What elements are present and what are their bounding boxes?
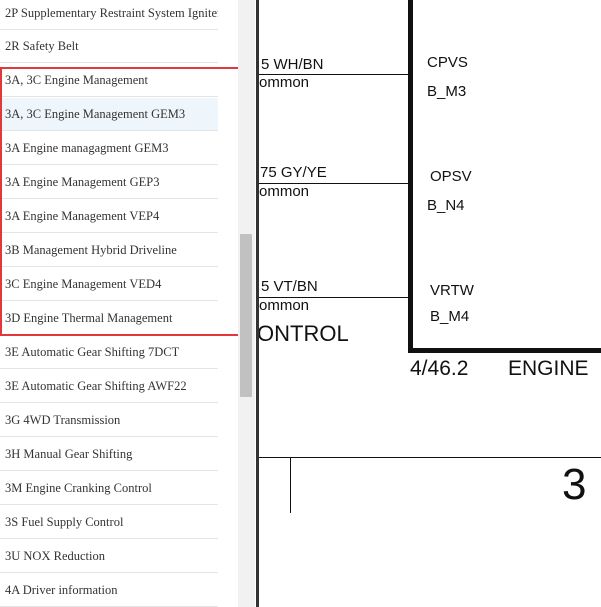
list-item[interactable]: 3M Engine Cranking Control — [0, 472, 218, 505]
wire-label: 5 WH/BN — [261, 56, 324, 73]
wire-line — [259, 297, 410, 298]
list-item[interactable]: 3B Management Hybrid Driveline — [0, 234, 218, 267]
list-item[interactable]: 3S Fuel Supply Control — [0, 506, 218, 539]
list-item[interactable]: 2P Supplementary Restraint System Ignite… — [0, 0, 218, 30]
pin-code: B_N4 — [427, 197, 465, 214]
pin-name: OPSV — [430, 168, 472, 185]
scrollbar-thumb[interactable] — [240, 234, 252, 397]
list-item[interactable]: 3D Engine Thermal Management — [0, 302, 218, 335]
wire-label: 5 VT/BN — [261, 278, 318, 295]
circuit-list: 2P Supplementary Restraint System Ignite… — [0, 0, 238, 607]
title-block-divider — [290, 457, 291, 513]
title-block-line — [259, 457, 601, 458]
list-item[interactable]: 3G 4WD Transmission — [0, 404, 218, 437]
list-item[interactable]: 3E Automatic Gear Shifting AWF22 — [0, 370, 218, 403]
list-item[interactable]: 3E Automatic Gear Shifting 7DCT — [0, 336, 218, 369]
wire-label: 75 GY/YE — [260, 164, 327, 181]
wiring-diagram: 5 WH/BN ommon CPVS B_M3 75 GY/YE ommon O… — [259, 0, 601, 607]
panel-divider[interactable] — [256, 0, 259, 607]
component-box-bottom-edge — [408, 348, 601, 353]
list-item[interactable]: 3A, 3C Engine Management — [0, 64, 218, 97]
list-item-selected[interactable]: 3A, 3C Engine Management GEM3 — [0, 98, 218, 131]
wire-sub-label: ommon — [259, 297, 310, 314]
list-item[interactable]: 4A Driver information — [0, 574, 218, 607]
list-item[interactable]: 3H Manual Gear Shifting — [0, 438, 218, 471]
wire-line — [259, 74, 410, 75]
reference-number: 4/46.2 — [410, 357, 469, 380]
control-label: ONTROL — [259, 321, 349, 346]
component-label: ENGINE — [508, 357, 589, 380]
pin-name: CPVS — [427, 54, 468, 71]
list-item[interactable]: 3A Engine Management GEP3 — [0, 166, 218, 199]
list-item[interactable]: 3A Engine managagment GEM3 — [0, 132, 218, 165]
wire-sub-label: ommon — [259, 74, 310, 91]
wire-sub-label: ommon — [259, 183, 310, 200]
list-item[interactable]: 3U NOX Reduction — [0, 540, 218, 573]
pin-code: B_M4 — [430, 308, 470, 325]
list-item[interactable]: 2R Safety Belt — [0, 30, 218, 63]
pin-code: B_M3 — [427, 83, 467, 100]
page-number: 3 — [562, 460, 587, 509]
component-box-left-edge — [408, 0, 413, 353]
pin-name: VRTW — [430, 282, 474, 299]
list-item[interactable]: 3A Engine Management VEP4 — [0, 200, 218, 233]
wire-line — [259, 183, 410, 184]
list-item[interactable]: 3C Engine Management VED4 — [0, 268, 218, 301]
